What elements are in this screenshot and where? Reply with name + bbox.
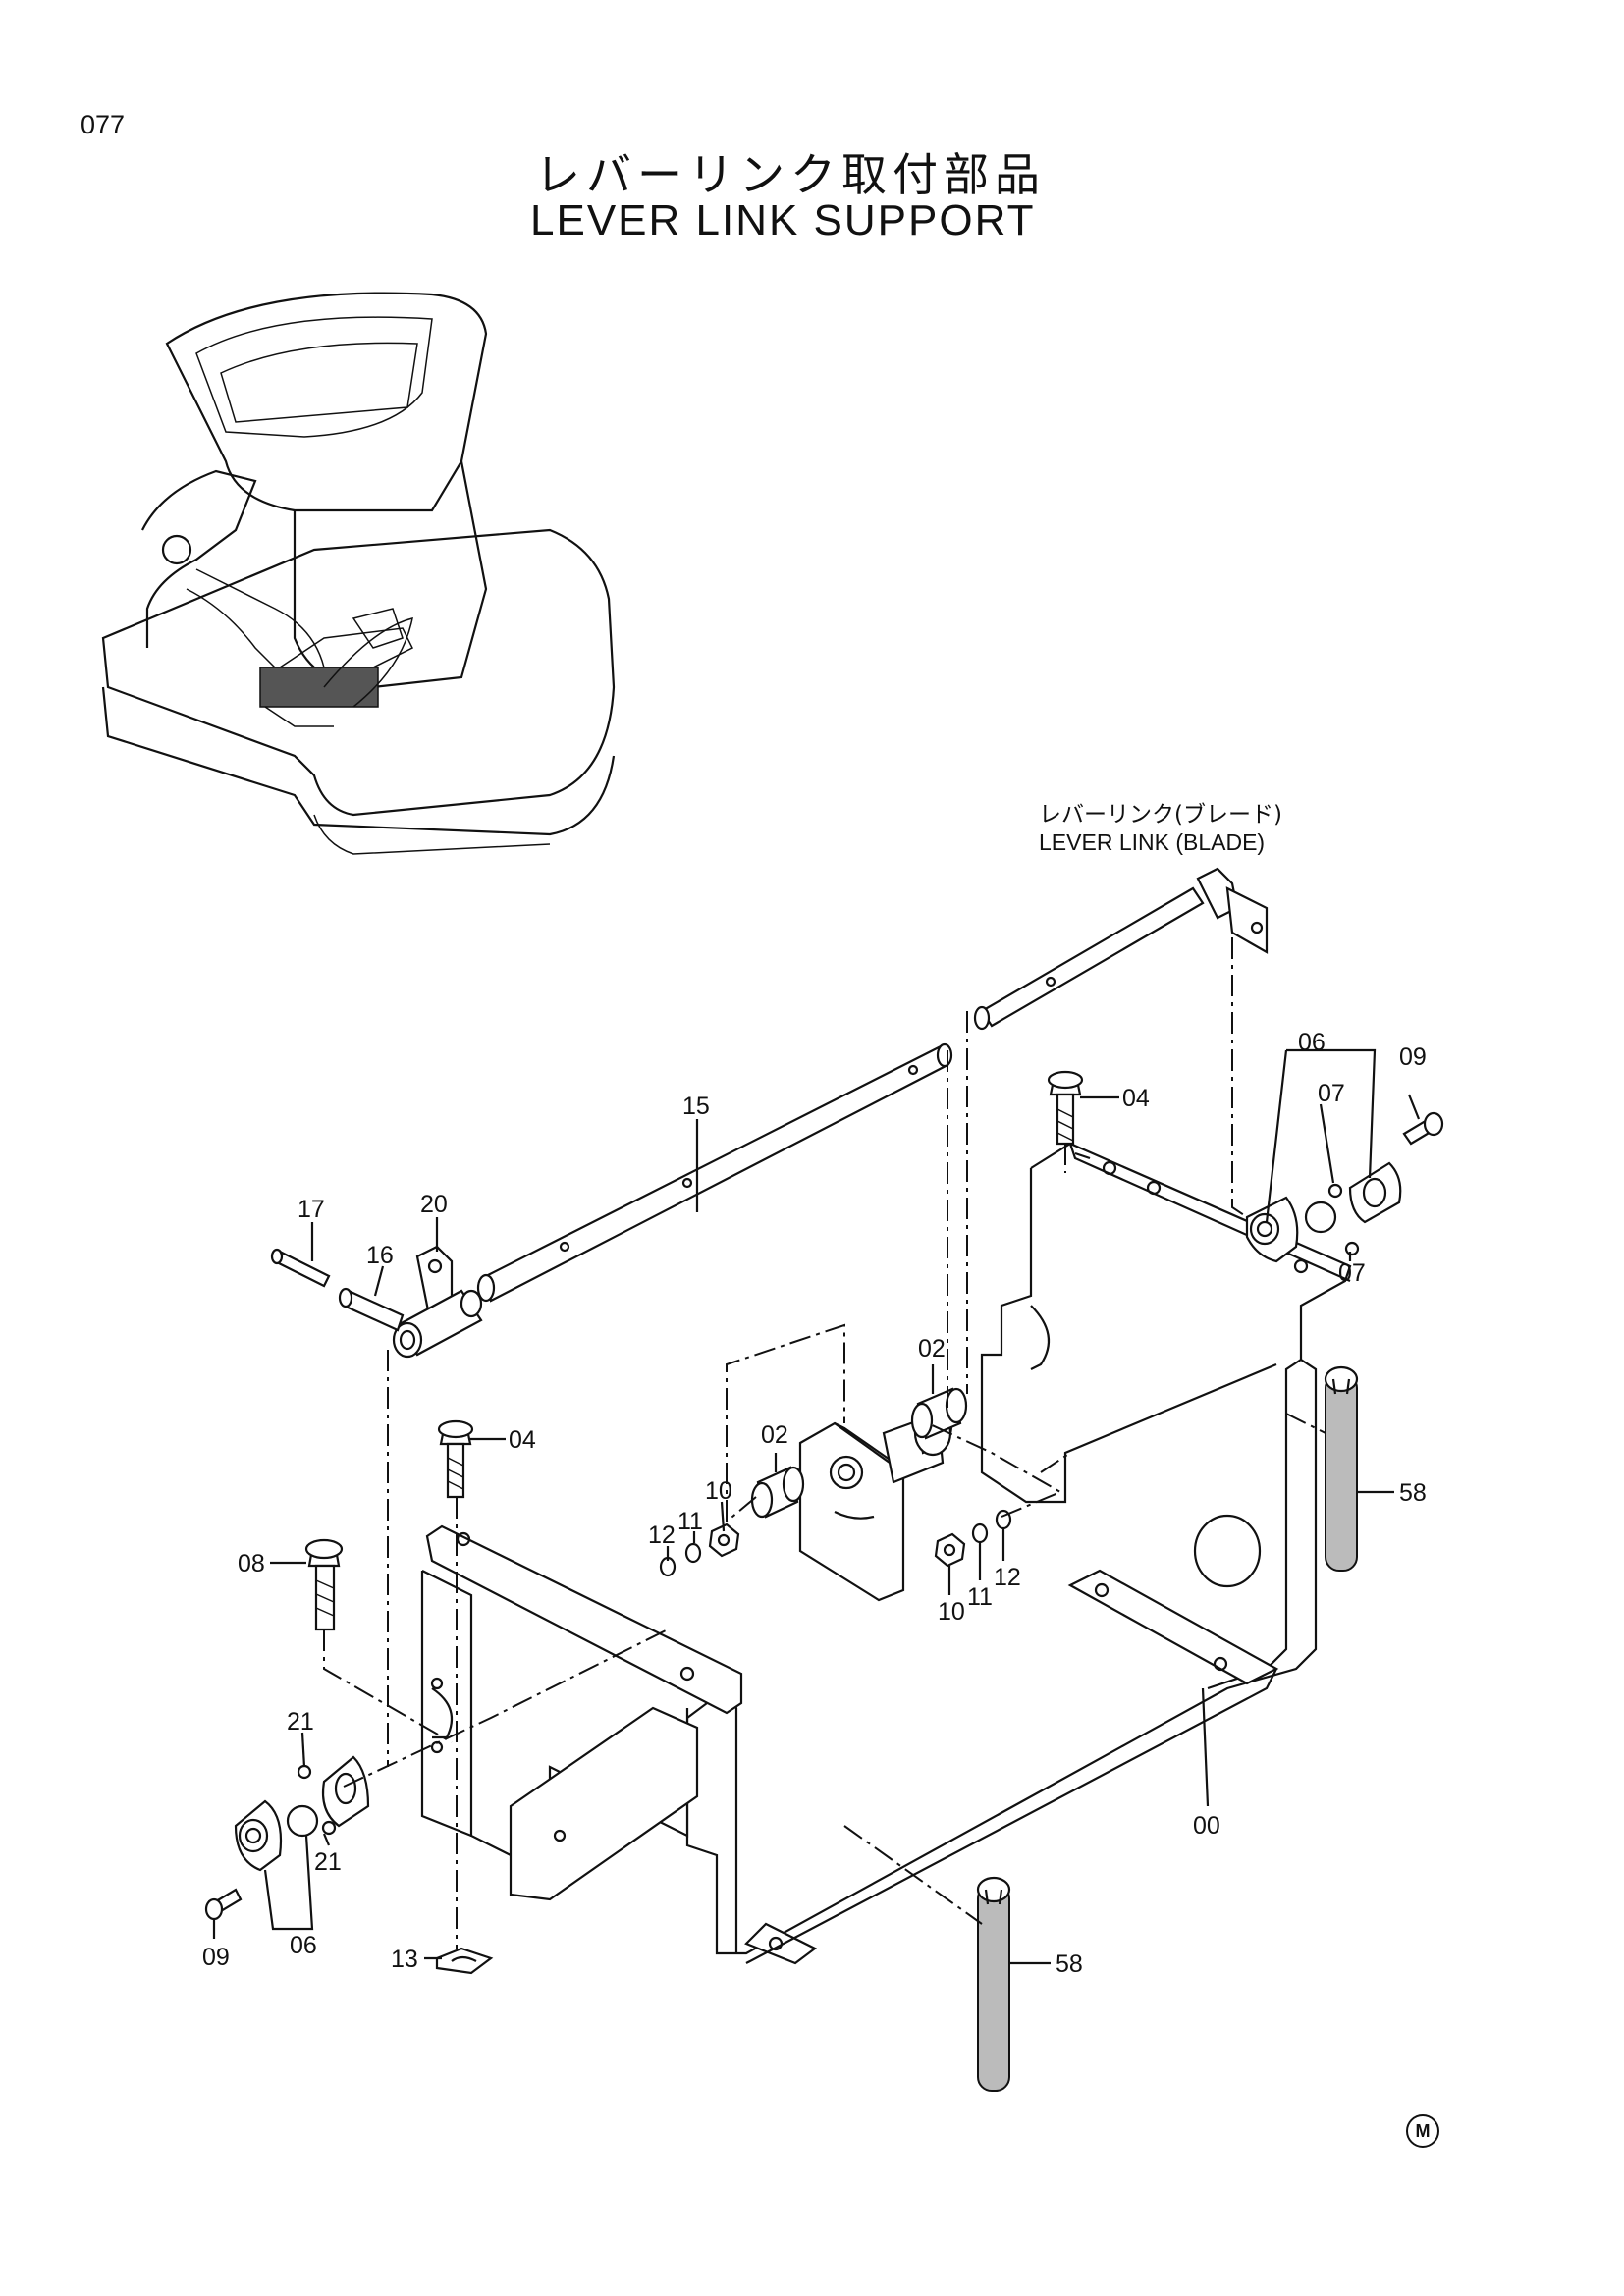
callout-07-lower: 07 (1338, 1259, 1366, 1287)
flange-assembly-left (204, 1755, 370, 1921)
callout-labels: 15 17 16 20 04 04 06 07 07 09 02 02 10 1… (202, 1029, 1427, 1978)
callout-00: 00 (1193, 1812, 1220, 1840)
callout-17: 17 (298, 1196, 325, 1223)
bolt-part-04-upper (1047, 1070, 1084, 1146)
bracket-part-00 (685, 1142, 1352, 1965)
callout-11-left: 11 (677, 1508, 703, 1535)
callout-58-right: 58 (1399, 1479, 1427, 1507)
title-japanese: レバーリンク取付部品 (535, 148, 1046, 201)
callout-04-lower: 04 (509, 1426, 536, 1454)
m-mark-icon: M (1406, 2114, 1439, 2148)
callout-06-right: 06 (1298, 1029, 1326, 1056)
callout-02-right: 02 (918, 1335, 946, 1362)
bushing-part-02-right (910, 1387, 968, 1440)
callout-11-right: 11 (967, 1583, 993, 1611)
callout-21-lower: 21 (314, 1848, 342, 1876)
machine-overview-illustration (101, 292, 616, 855)
callout-58-lower: 58 (1056, 1950, 1083, 1978)
callout-16: 16 (366, 1242, 394, 1269)
lever-link-blade-label-en: LEVER LINK (BLADE) (1039, 829, 1266, 855)
lever-link-blade-label-jp: レバーリンク(ブレード) (1039, 802, 1282, 828)
pin-part-16 (338, 1287, 405, 1332)
bolt-part-08 (304, 1538, 344, 1631)
grip-part-58-right (1324, 1365, 1359, 1572)
callout-15: 15 (682, 1093, 710, 1120)
callout-20: 20 (420, 1191, 448, 1218)
callout-10-right: 10 (938, 1598, 965, 1626)
callout-04-upper: 04 (1122, 1085, 1150, 1112)
clip-part-13 (435, 1947, 494, 1975)
grip-part-58-lower (976, 1876, 1011, 2092)
callout-09-right: 09 (1399, 1043, 1427, 1071)
callout-09-left: 09 (202, 1944, 230, 1971)
pin-part-17 (270, 1248, 331, 1288)
leader-lines (212, 1048, 1421, 1965)
callout-13: 13 (391, 1946, 418, 1973)
callout-02-left: 02 (761, 1421, 788, 1449)
title-english: LEVER LINK SUPPORT (530, 196, 1036, 244)
bushing-part-20 (392, 1245, 483, 1359)
lever-link-rod (973, 867, 1269, 1031)
callout-21-upper: 21 (287, 1708, 314, 1735)
callout-10-left: 10 (705, 1477, 732, 1505)
callout-12-left: 12 (648, 1522, 676, 1549)
callout-12-right: 12 (994, 1564, 1021, 1591)
flange-assembly-right (1245, 1111, 1444, 1263)
bushing-part-02-left (750, 1466, 805, 1519)
bracket-left-plate (420, 1524, 743, 1901)
bolt-part-04-lower (437, 1419, 474, 1499)
page-number: 077 (81, 110, 126, 139)
callout-06-left: 06 (290, 1932, 317, 1959)
washers-nuts-right (934, 1509, 1012, 1568)
callout-07-upper: 07 (1318, 1080, 1345, 1107)
callout-08: 08 (238, 1550, 265, 1577)
shaft-part-15 (476, 1042, 953, 1303)
assembly-center-lines (323, 937, 1326, 1949)
